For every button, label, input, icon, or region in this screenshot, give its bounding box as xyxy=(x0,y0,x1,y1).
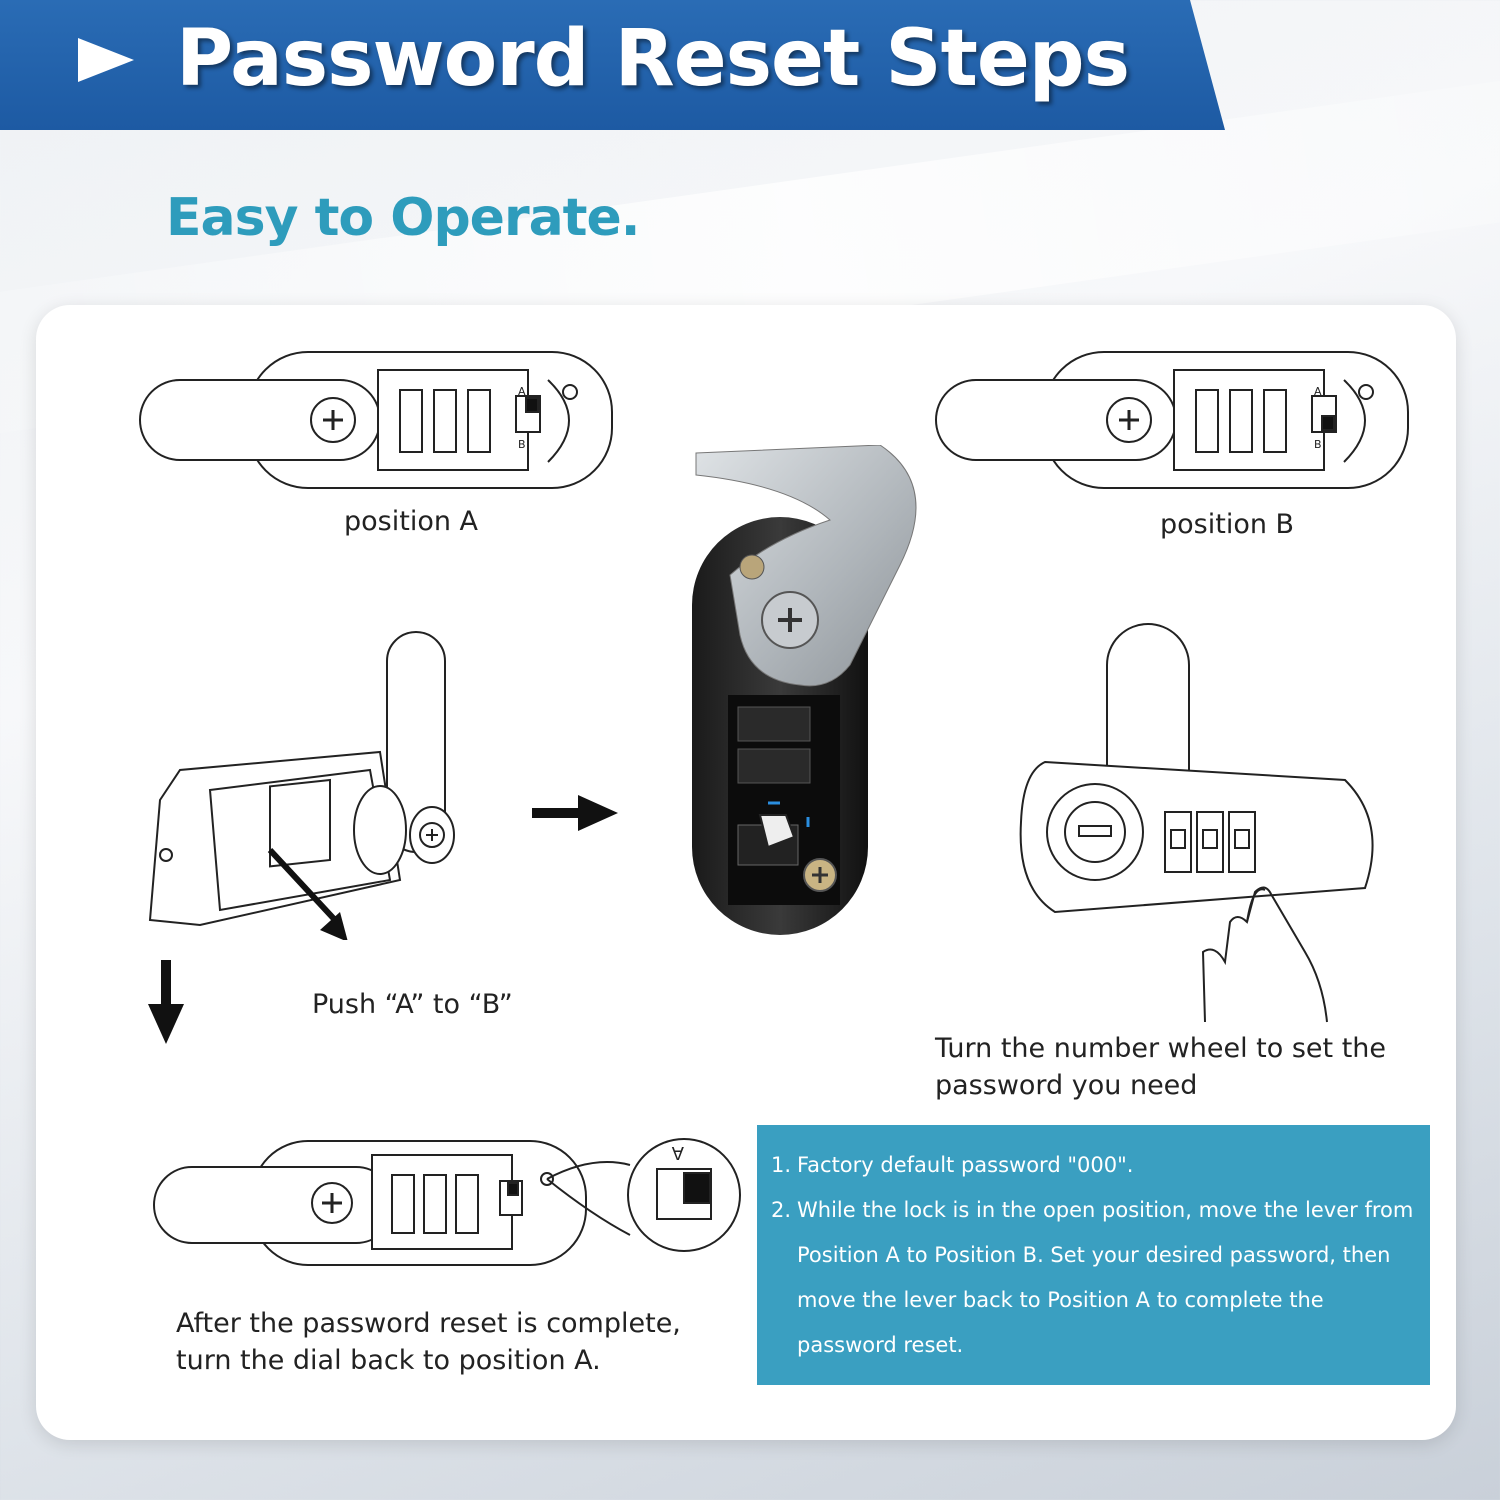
page-title: Password Reset Steps xyxy=(176,14,1130,104)
instruction-item: 2. While the lock is in the open positio… xyxy=(771,1188,1421,1368)
position-a-label: position A xyxy=(344,506,478,537)
arrow-right-icon xyxy=(532,795,618,831)
arrow-down-icon xyxy=(148,960,184,1044)
slot-label-a: A xyxy=(518,385,526,398)
after-reset-label-line1: After the password reset is complete, xyxy=(176,1308,681,1339)
page-subtitle: Easy to Operate. xyxy=(166,188,641,248)
push-a-to-b-label: Push “A” to “B” xyxy=(312,989,513,1020)
instruction-text: Factory default password "000". xyxy=(797,1153,1134,1177)
slot-label-b: B xyxy=(1314,438,1322,451)
lock-position-b-illustration: A B xyxy=(935,351,1409,489)
instruction-item: 1. Factory default password "000". xyxy=(771,1143,1421,1188)
lock-back-photo xyxy=(692,445,917,935)
instruction-number: 2. xyxy=(771,1198,792,1222)
instruction-text: While the lock is in the open position, … xyxy=(797,1198,1414,1357)
after-reset-label-line2: turn the dial back to position A. xyxy=(176,1345,601,1376)
header-banner xyxy=(0,0,1225,130)
turn-wheel-label-line2: password you need xyxy=(935,1070,1198,1101)
lock-reset-complete-illustration: A xyxy=(153,1138,741,1266)
zoom-slot-label-a: A xyxy=(671,1142,684,1163)
arrow-right-icon xyxy=(78,38,134,82)
lock-position-a-illustration: A B xyxy=(139,351,613,489)
turn-wheel-label-line1: Turn the number wheel to set the xyxy=(935,1033,1387,1064)
position-b-label: position B xyxy=(1160,509,1295,540)
instruction-number: 1. xyxy=(771,1153,792,1177)
lock-angled-push-illustration xyxy=(148,631,455,940)
slot-label-b: B xyxy=(518,438,526,451)
slot-label-a: A xyxy=(1314,385,1322,398)
lock-number-wheel-illustration xyxy=(1019,623,1374,1023)
instructions-info-box: 1. Factory default password "000". 2. Wh… xyxy=(757,1125,1430,1385)
